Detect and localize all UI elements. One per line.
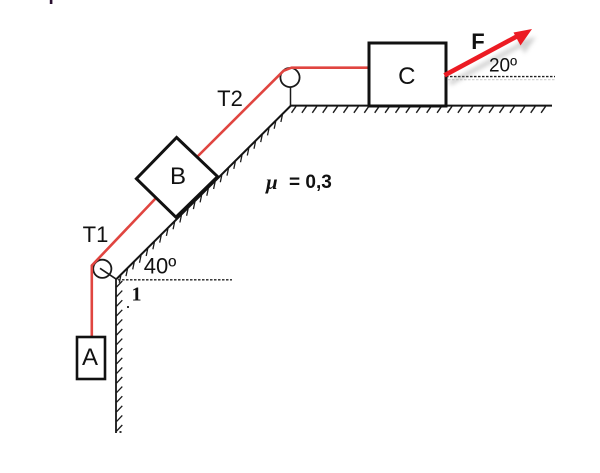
svg-text:T1: T1 xyxy=(83,222,109,247)
svg-text:1: 1 xyxy=(132,284,142,306)
svg-text:40º: 40º xyxy=(144,254,177,279)
svg-text:C: C xyxy=(398,63,415,90)
svg-text:20º: 20º xyxy=(489,56,517,77)
svg-text:μ: μ xyxy=(265,170,278,194)
svg-text:F: F xyxy=(471,29,484,54)
svg-text:= 0,3: = 0,3 xyxy=(289,172,332,193)
svg-text:B: B xyxy=(170,163,186,190)
svg-text:T2: T2 xyxy=(217,86,243,111)
svg-text:A: A xyxy=(82,344,98,371)
